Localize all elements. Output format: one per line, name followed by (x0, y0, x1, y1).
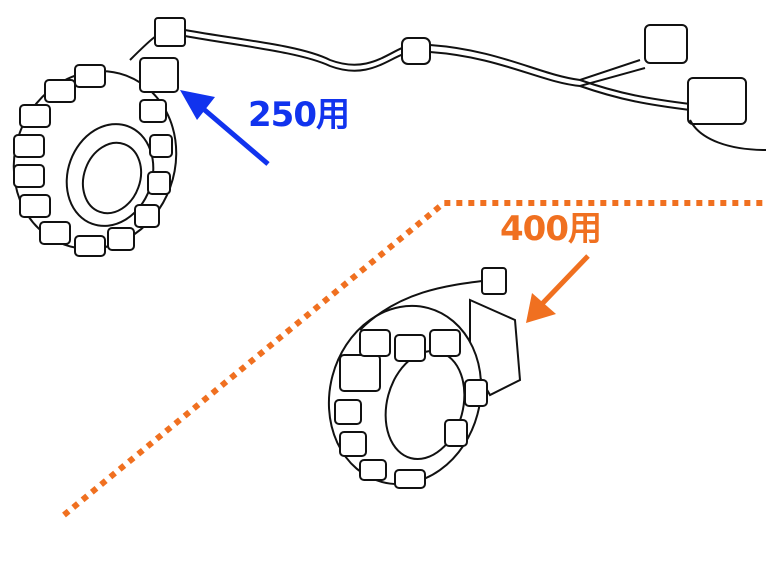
stator-400-drawing (327, 267, 522, 489)
stator-250-drawing (12, 17, 186, 257)
wire-harness (184, 24, 766, 151)
label-250: 250用 (248, 95, 350, 135)
arrow-250 (180, 90, 270, 166)
label-400: 400用 (500, 209, 602, 249)
arrow-400 (526, 254, 590, 323)
